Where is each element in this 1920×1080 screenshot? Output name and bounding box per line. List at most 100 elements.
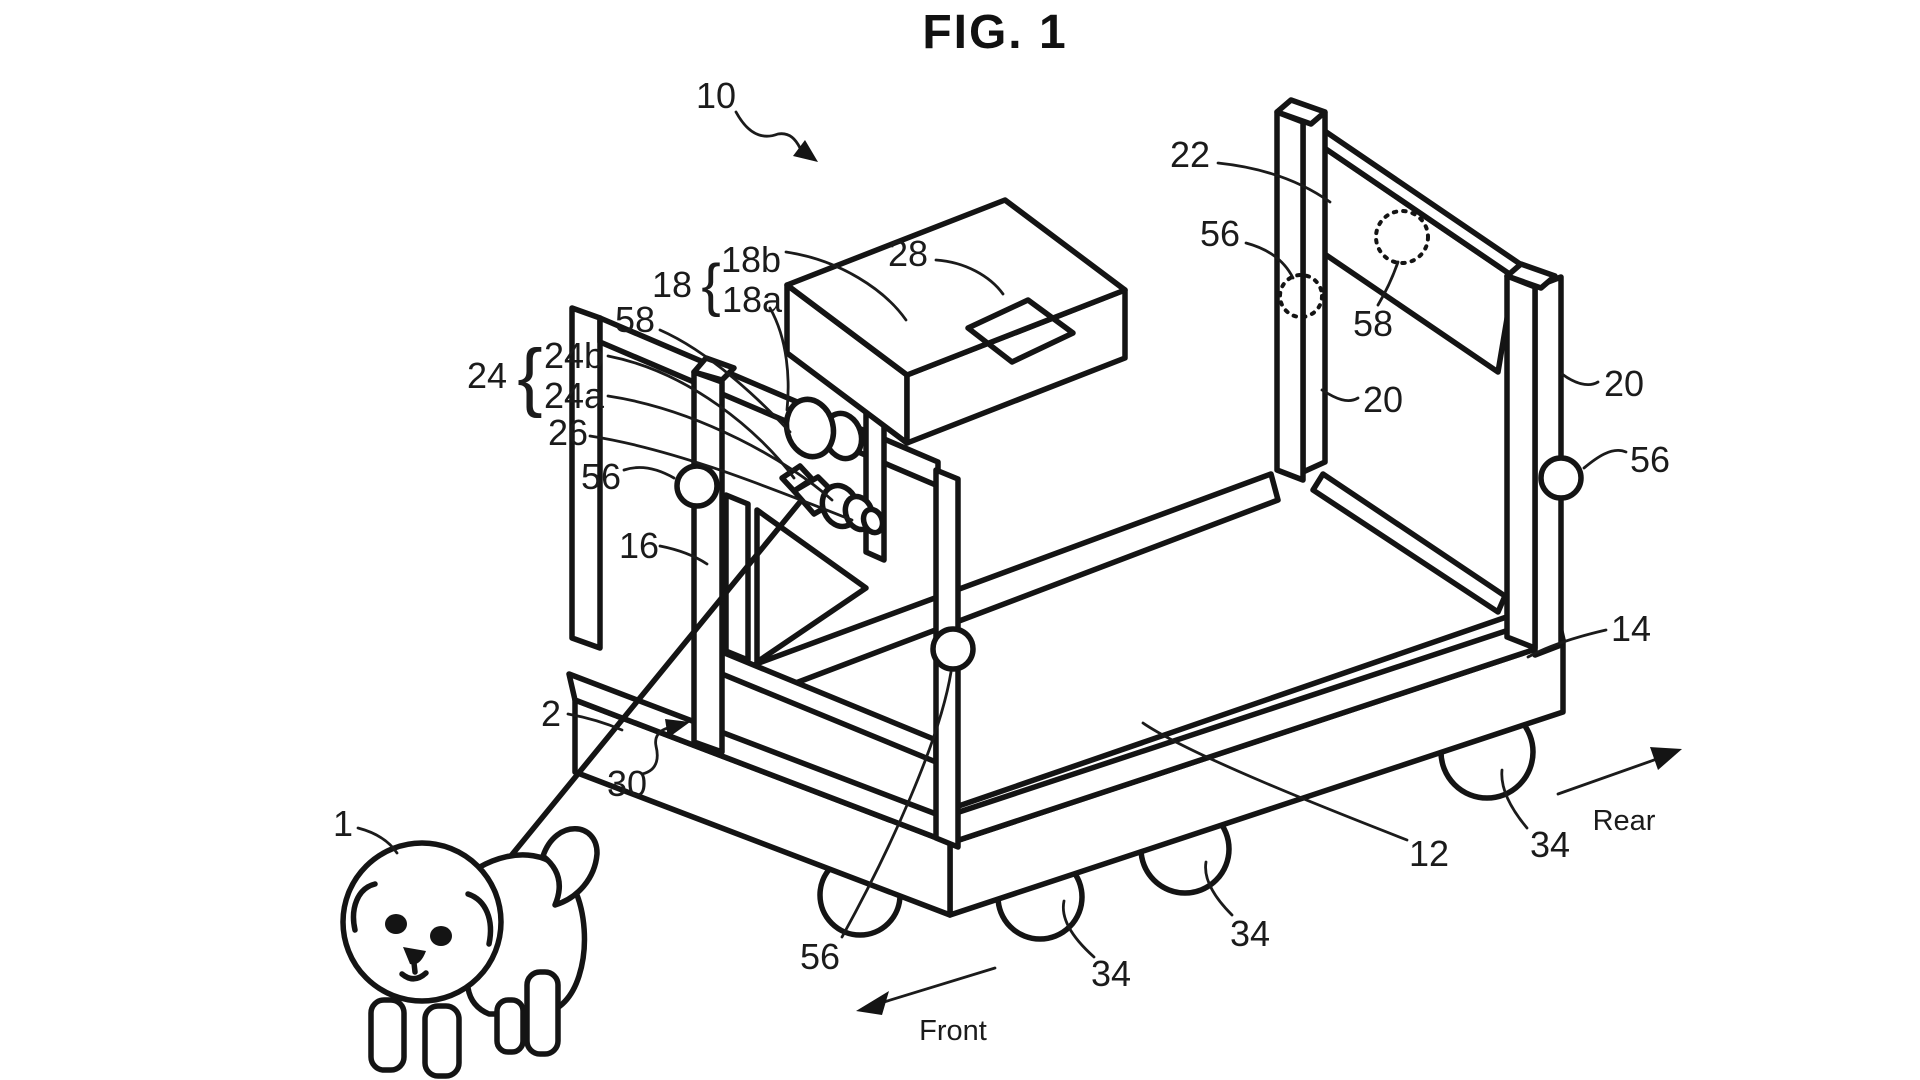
camera-cylinder-face <box>783 396 837 460</box>
front-camera-cylinder <box>783 396 865 462</box>
leader-58-rear <box>1376 260 1400 307</box>
figure-title: FIG. 1 <box>922 6 1067 59</box>
leader-14 <box>1526 628 1608 659</box>
dog-ear-right <box>465 891 494 947</box>
leader-20-right <box>1560 372 1600 386</box>
deck-right-inner-edge <box>944 609 1524 813</box>
reference-labels: 10 22 56 58 20 20 56 14 12 34 34 34 56 2… <box>333 75 1670 994</box>
leader-56-left <box>622 466 676 480</box>
leader-56-front-corner <box>840 670 953 939</box>
label-34-mid: 34 <box>1230 913 1270 954</box>
leader-56-right <box>1582 449 1628 470</box>
rear-post-right-front-face <box>1504 273 1538 651</box>
label-24a: 24a <box>544 375 605 416</box>
label-56-left: 56 <box>581 456 621 497</box>
dog-front-leg-left <box>368 997 407 1073</box>
arrow-10-head <box>793 140 818 162</box>
arrow-30-squiggle <box>640 726 670 776</box>
wall-right-short-post <box>863 409 887 563</box>
leader-28 <box>934 258 1005 296</box>
label-28: 28 <box>888 233 928 274</box>
brace-18: { <box>701 253 720 318</box>
leader-2 <box>566 712 624 732</box>
leader-24b <box>606 354 796 480</box>
leader-24a <box>606 394 834 502</box>
leader-34-front <box>1061 899 1096 959</box>
dog-ear-left <box>350 881 378 933</box>
console-screen <box>965 297 1076 365</box>
front-left-post-cap <box>691 355 737 383</box>
front-direction-arrow <box>856 966 997 1015</box>
rear-arrow-head <box>1650 747 1682 770</box>
label-56-right: 56 <box>1630 439 1670 480</box>
speaker-56-corner-post <box>930 626 976 672</box>
annotations: FIG. 1 10 22 56 58 20 20 56 14 12 34 34 … <box>333 6 1682 1047</box>
leader-20-left <box>1320 388 1360 402</box>
rear-arrow-line <box>1556 758 1656 796</box>
arrow-30-head <box>665 719 690 738</box>
console-assembly <box>783 197 1128 462</box>
leash-device <box>779 463 886 536</box>
label-56-rear-left: 56 <box>1200 213 1240 254</box>
label-12: 12 <box>1409 833 1449 874</box>
dog-front-legs <box>368 997 462 1079</box>
leader-58-front <box>658 328 792 434</box>
label-2: 2 <box>541 693 561 734</box>
dog-tail <box>540 826 600 908</box>
label-24: 24 <box>467 355 507 396</box>
dog-head <box>340 840 504 1004</box>
label-58-rear: 58 <box>1353 303 1393 344</box>
speaker-56-left-post <box>674 463 720 509</box>
wall-gusset-triangle <box>754 507 869 665</box>
leader-18a <box>768 306 790 412</box>
leash-line <box>494 499 803 876</box>
dog-front-leg-right <box>422 1003 462 1079</box>
leader-12 <box>1141 721 1409 842</box>
arrow-10 <box>734 110 818 162</box>
dog-nose <box>403 947 426 965</box>
dog-eye-right <box>430 926 452 946</box>
front-arrow-head <box>856 991 889 1015</box>
label-34-rear: 34 <box>1530 824 1570 865</box>
front-arrow-line <box>882 966 997 1004</box>
rear-rail-band <box>1310 471 1508 615</box>
leader-18b <box>784 250 908 322</box>
label-16: 16 <box>619 525 659 566</box>
label-58-front: 58 <box>615 299 655 340</box>
hidden-speaker-56-circle <box>1278 273 1324 319</box>
label-10: 10 <box>696 75 736 116</box>
label-20-left: 20 <box>1363 379 1403 420</box>
label-18a: 18a <box>722 279 783 320</box>
label-1: 1 <box>333 803 353 844</box>
leader-34-mid <box>1204 860 1234 917</box>
rear-post-right-cap <box>1504 261 1558 291</box>
front-direction-label: Front <box>919 1015 987 1047</box>
rear-post-left <box>1274 97 1328 483</box>
front-wall-left-stile <box>569 305 603 651</box>
label-56-front-corner: 56 <box>800 936 840 977</box>
arrow-30 <box>640 719 690 776</box>
speaker-56-right-post <box>1538 455 1584 501</box>
label-18: 18 <box>652 264 692 305</box>
hidden-camera-58-circle <box>1374 209 1430 265</box>
console-top-face <box>784 197 1128 378</box>
leader-16 <box>658 544 709 566</box>
dog-mouth <box>399 960 429 982</box>
label-34-front: 34 <box>1091 953 1131 994</box>
rear-direction-arrow <box>1556 747 1682 796</box>
label-14: 14 <box>1611 608 1651 649</box>
dog <box>340 826 600 1079</box>
rear-frame <box>1274 97 1584 658</box>
leader-lines <box>356 161 1628 959</box>
leader-56-rear-left <box>1244 241 1295 280</box>
label-30: 30 <box>607 763 647 804</box>
label-24b: 24b <box>544 335 604 376</box>
dog-rear-legs <box>494 969 561 1057</box>
arrow-10-squiggle <box>734 110 802 150</box>
leader-26 <box>588 434 854 522</box>
label-20-right: 20 <box>1604 363 1644 404</box>
dog-rear-leg-front <box>524 969 561 1057</box>
dog-eye-left <box>385 914 407 934</box>
